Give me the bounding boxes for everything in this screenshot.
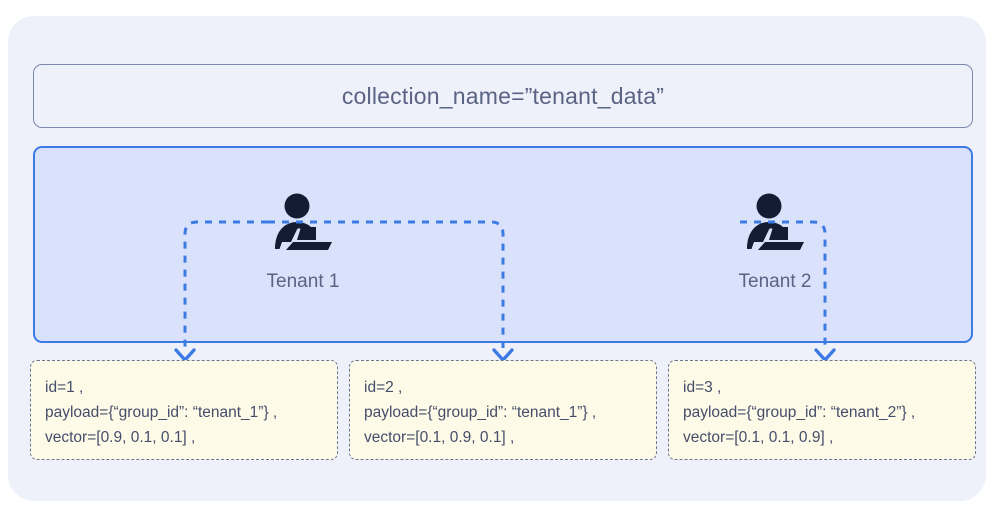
record-payload-line: payload={“group_id”: “tenant_1”} , [45,404,278,421]
person-at-laptop-icon [747,193,804,250]
tenant-label-2: Tenant 2 [738,271,812,292]
record-box-3: id=3 , payload={“group_id”: “tenant_2”} … [668,360,976,460]
tenant-label-1: Tenant 1 [266,271,340,292]
collection-name-label: collection_name=”tenant_data” [341,82,665,109]
tenant-group-1: Tenant 1 [223,193,383,293]
collection-name-banner: collection_name=”tenant_data” [33,64,973,128]
record-id-line: id=2 , [364,379,403,396]
record-payload-line: payload={“group_id”: “tenant_1”} , [364,404,597,421]
record-vector-line: vector=[0.9, 0.1, 0.1] , [45,429,196,446]
tenant-panel: Tenant 1 Tenant 2 [33,146,973,343]
tenant-group-2: Tenant 2 [695,193,855,293]
record-id-line: id=1 , [45,379,84,396]
record-box-2: id=2 , payload={“group_id”: “tenant_1”} … [349,360,657,460]
record-box-1: id=1 , payload={“group_id”: “tenant_1”} … [30,360,338,460]
record-vector-line: vector=[0.1, 0.1, 0.9] , [683,429,834,446]
record-id-line: id=3 , [683,379,722,396]
record-vector-line: vector=[0.1, 0.9, 0.1] , [364,429,515,446]
record-payload-line: payload={“group_id”: “tenant_2”} , [683,404,916,421]
person-at-laptop-icon [275,193,332,250]
